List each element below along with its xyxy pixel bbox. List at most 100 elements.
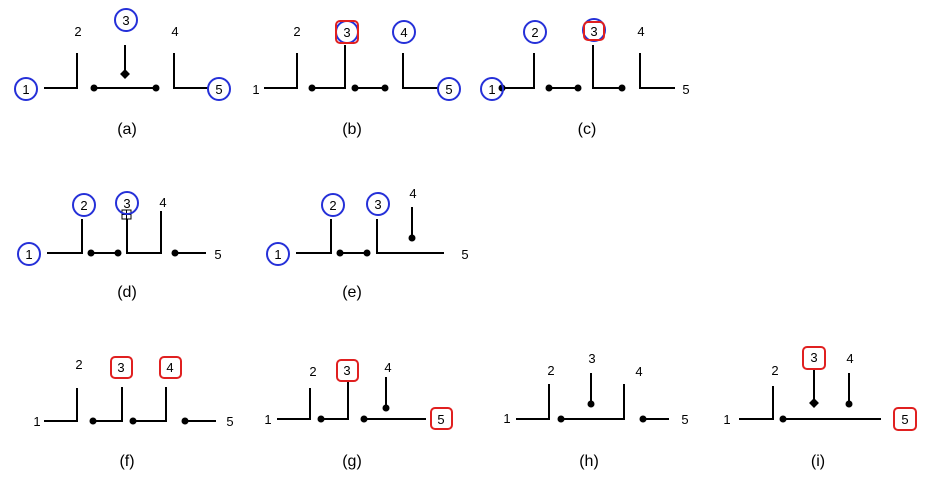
i-label-1: 1	[723, 412, 730, 427]
h-dot-3	[587, 400, 595, 408]
panel-b: 1 2 3 4 5 (b)	[252, 20, 461, 138]
c-line-1	[501, 53, 535, 89]
e-dot-2	[363, 249, 371, 257]
d-circle-3	[115, 191, 139, 215]
i-label-2: 2	[771, 363, 778, 378]
a-label-5: 5	[215, 82, 222, 97]
f-dot-3	[181, 417, 189, 425]
g-square-3	[336, 359, 359, 382]
d-circle-1	[17, 242, 41, 266]
c-label-4: 4	[637, 24, 644, 39]
c-line-3-4	[592, 45, 623, 89]
e-label-3: 3	[374, 197, 381, 212]
c-square-3	[583, 21, 605, 41]
f-line-2-3	[92, 387, 123, 422]
d-label-4: 4	[159, 195, 166, 210]
d-dot-1	[87, 249, 95, 257]
f-label-2: 2	[75, 357, 82, 372]
b-square-3	[335, 20, 359, 44]
a-dot-right	[152, 84, 160, 92]
e-circle-3	[366, 192, 390, 216]
h-label-2: 2	[547, 363, 554, 378]
b-label-3: 3	[343, 25, 350, 40]
i-label-3: 3	[810, 350, 817, 365]
a-label-2: 2	[74, 24, 81, 39]
g-dot-2	[360, 415, 368, 423]
panel-e: 1 2 3 4 5 (e)	[266, 186, 469, 301]
f-caption: (f)	[119, 453, 134, 470]
e-line-1	[296, 219, 332, 254]
e-dot-1	[336, 249, 344, 257]
a-circle-1	[14, 77, 38, 101]
d-label-3: 3	[123, 196, 130, 211]
panel-f: 1 2 3 4 5 (f)	[33, 356, 234, 470]
g-caption: (g)	[342, 453, 362, 470]
g-line-1	[277, 388, 311, 420]
a-label-4: 4	[171, 24, 178, 39]
c-caption: (c)	[578, 121, 597, 138]
d-dot-3	[171, 249, 179, 257]
panel-g: 1 2 3 4 5 (g)	[264, 359, 453, 470]
f-square-3	[110, 356, 133, 379]
d-label-2: 2	[80, 198, 87, 213]
c-line-4-5	[639, 53, 675, 89]
h-dot-1	[557, 415, 565, 423]
panel-c: 1 2 3 4 5 (c)	[480, 18, 690, 138]
f-line-3-4	[132, 387, 167, 422]
f-dot-2	[129, 417, 137, 425]
b-label-5: 5	[445, 82, 452, 97]
a-label-1: 1	[22, 82, 29, 97]
g-label-5: 5	[437, 412, 444, 427]
g-label-2: 2	[309, 364, 316, 379]
d-line-3-4	[126, 211, 162, 254]
c-label-5: 5	[682, 82, 689, 97]
f-label-4: 4	[166, 360, 173, 375]
i-line-1	[739, 386, 774, 420]
b-dot-2	[351, 84, 359, 92]
b-label-1: 1	[252, 82, 259, 97]
g-square-5	[430, 407, 453, 430]
e-label-2: 2	[329, 198, 336, 213]
d-circle-2	[72, 193, 96, 217]
i-diamond-3	[809, 398, 819, 408]
e-line-3-5	[376, 219, 444, 254]
e-circle-2	[321, 193, 345, 217]
panel-a: 1 2 3 4 5 (a)	[14, 8, 231, 138]
b-line-4-5	[402, 53, 439, 89]
g-label-1: 1	[264, 412, 271, 427]
i-label-5: 5	[901, 412, 908, 427]
panel-d: 1 2 3 4 5 (d)	[17, 191, 222, 301]
d-line-1	[47, 219, 83, 254]
a-line-4-5	[173, 53, 209, 89]
a-line-1	[44, 53, 78, 89]
d-label-5: 5	[214, 247, 221, 262]
h-label-1: 1	[503, 411, 510, 426]
e-label-5: 5	[461, 247, 468, 262]
e-dot-4	[408, 234, 416, 242]
a-dot-left	[90, 84, 98, 92]
h-caption: (h)	[579, 453, 599, 470]
h-dot-4	[639, 415, 647, 423]
a-circle-5	[207, 77, 231, 101]
b-label-2: 2	[293, 24, 300, 39]
c-circle-2	[523, 20, 547, 44]
e-label-1: 1	[274, 247, 281, 262]
a-circle-3	[114, 8, 138, 32]
b-line-1	[264, 53, 298, 89]
g-label-4: 4	[384, 360, 391, 375]
e-circle-1	[266, 242, 290, 266]
c-label-1: 1	[488, 82, 495, 97]
h-line-1	[516, 384, 550, 420]
h-label-5: 5	[681, 412, 688, 427]
i-dot-4	[845, 400, 853, 408]
d-dot-2	[114, 249, 122, 257]
g-line-2-3	[320, 381, 349, 420]
g-dot-4	[382, 404, 390, 412]
i-square-3	[802, 346, 826, 370]
c-circle-1	[480, 77, 504, 101]
b-circle-5	[437, 77, 461, 101]
e-label-4: 4	[409, 186, 416, 201]
f-dot-1	[89, 417, 97, 425]
b-dot-3	[381, 84, 389, 92]
a-caption: (a)	[117, 121, 137, 138]
